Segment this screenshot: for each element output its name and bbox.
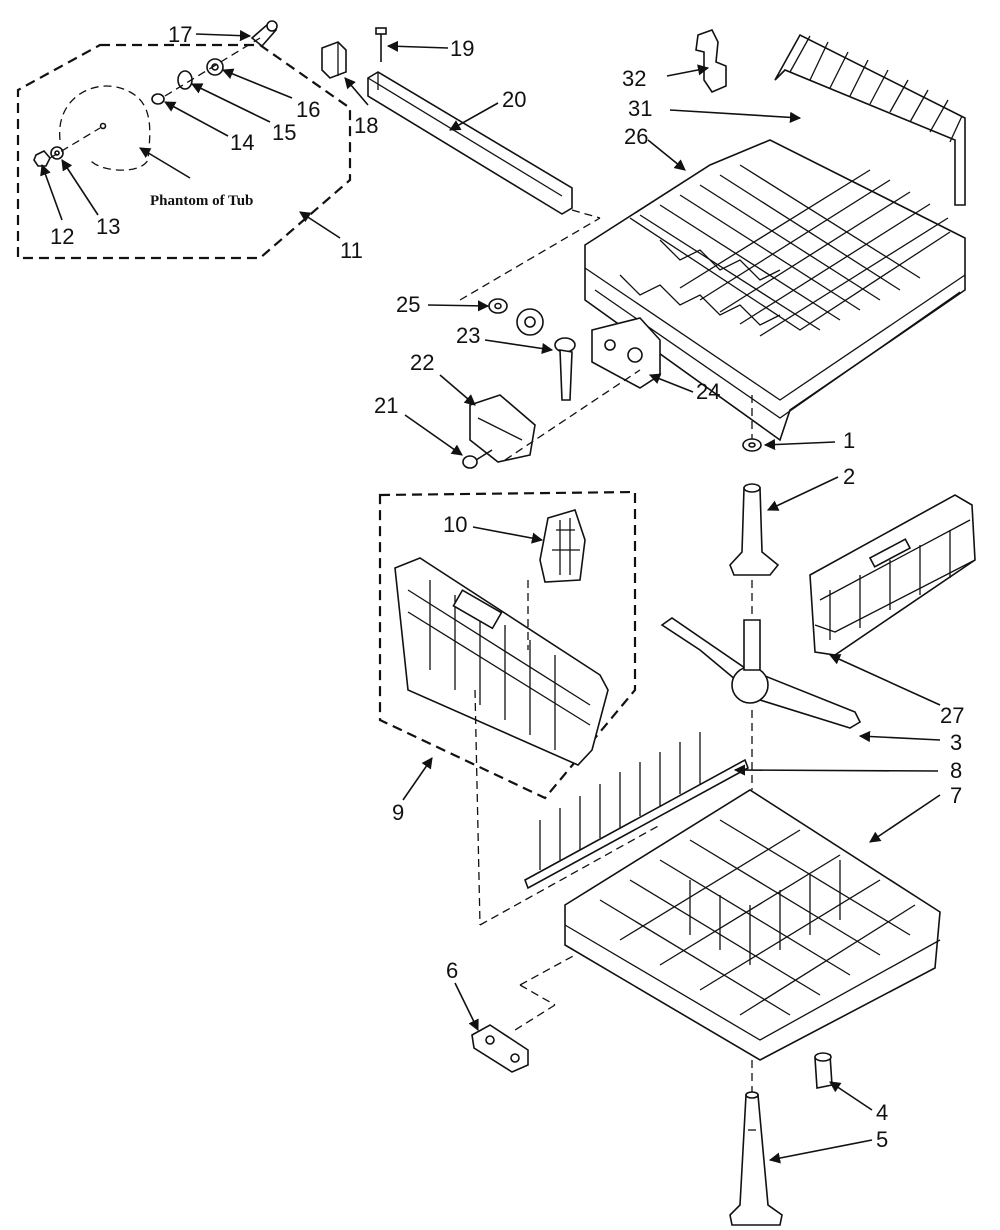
upper-rack-wire-grid [619,164,949,337]
part-20-rack-rail [367,71,573,215]
part-5-lower-spray-tube [729,1091,783,1226]
callout-16: 16 [296,97,320,122]
part-17-fitting [250,20,278,48]
callout-8: 8 [950,758,962,783]
callout-20: 20 [502,87,526,112]
part-4-wheel [814,1052,833,1089]
part-2-spray-arm-tube [729,483,780,576]
part-16-nut [206,58,224,76]
part-25-washer [488,298,508,314]
callout-22: 22 [410,350,434,375]
callout-31: 31 [628,96,652,121]
assembly-9-group [378,490,637,926]
callout-4: 4 [876,1100,888,1125]
part-32-tine-clip [695,29,727,93]
part-13-washer [50,146,64,160]
part-18-end-cap [321,41,347,79]
part-26-upper-rack [584,139,966,442]
basket-divider-panel [394,557,609,766]
callout-23: 23 [456,323,480,348]
callout-11: 11 [340,238,363,263]
part-24-bracket [591,317,661,389]
part-19-screw [375,27,387,62]
callout-32: 32 [622,66,646,91]
tub-phantom-outline [59,85,151,171]
assembly-11-group: Phantom of Tub [16,20,352,260]
callout-27: 27 [940,703,964,728]
callout-21: 21 [374,393,398,418]
part-1-nut [742,438,762,452]
part-3-middle-spray-arm [660,617,862,729]
callout-26: 26 [624,124,648,149]
part-21-screw [462,449,493,469]
callout-10: 10 [443,512,467,537]
callout-18: 18 [354,113,378,138]
callout-numbers: 17 16 15 14 13 12 11 18 19 20 32 31 26 2… [50,22,964,1152]
part-6-roller-bracket [471,1024,529,1073]
part-22-cover [469,394,536,463]
phantom-of-tub-label: Phantom of Tub [150,193,253,209]
callout-17: 17 [168,22,192,47]
part-10-basket-handle [539,509,586,583]
part-14-washer [151,93,165,105]
callout-2: 2 [843,464,855,489]
callout-15: 15 [272,120,296,145]
phantom-leader [139,147,191,179]
callout-7: 7 [950,783,962,808]
callout-19: 19 [450,36,474,61]
part-31-fold-down-tines [774,33,966,206]
callout-5: 5 [876,1127,888,1152]
assembly-9-boundary [378,490,637,800]
callout-24: 24 [696,379,720,404]
callout-13: 13 [96,214,120,239]
callout-25: 25 [396,292,420,317]
callout-3: 3 [950,730,962,755]
part-7-lower-rack [564,789,941,1061]
part-27-silverware-basket [809,494,976,656]
callout-12: 12 [50,224,74,249]
callout-6: 6 [446,958,458,983]
callout-9: 9 [392,800,404,825]
part-8-fold-down-tines [524,732,749,890]
callout-14: 14 [230,130,254,155]
part-12-nut [33,150,51,167]
part-25-gear [516,308,544,336]
lower-rack-wire-grid [599,819,916,1016]
part-23-wheel-stud [554,337,576,401]
callout-leaders [40,30,941,1164]
callout-1: 1 [843,428,855,453]
